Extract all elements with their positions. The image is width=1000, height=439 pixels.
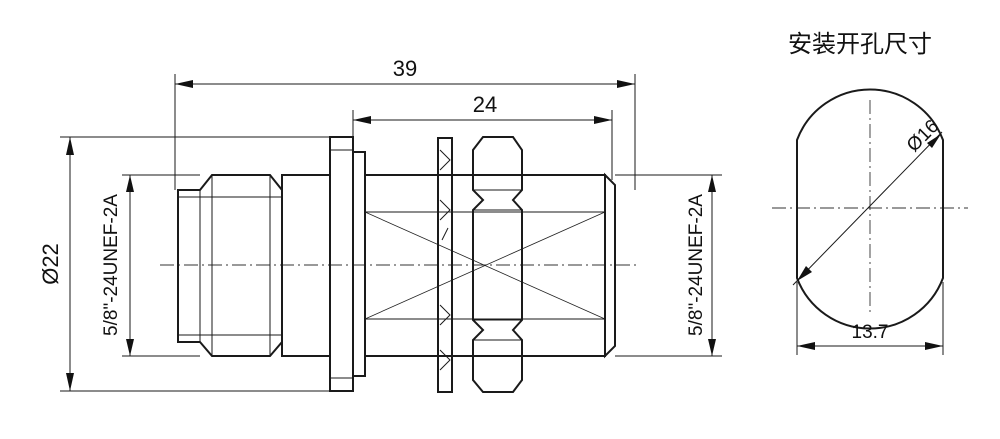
- overall-length-label: 39: [393, 56, 417, 81]
- dimension-thread-left: 5/8"-24UNEF-2A: [101, 174, 200, 357]
- flange-diameter-label: Ø22: [38, 243, 63, 285]
- thread-left-label: 5/8"-24UNEF-2A: [101, 194, 122, 336]
- panel-cutout-title: 安装开孔尺寸: [788, 30, 932, 58]
- panel-cutout-section: 安装开孔尺寸 Ø16 13.7: [772, 30, 968, 355]
- dimension-thread-right: 5/8"-24UNEF-2A: [615, 174, 722, 357]
- hole-flat-label: 13.7: [852, 322, 889, 343]
- connector-body: [160, 136, 640, 393]
- hole-diameter-label: Ø16: [903, 116, 943, 156]
- dimension-flange-diameter: Ø22: [38, 136, 330, 392]
- dimension-overall-length: 39: [174, 56, 636, 190]
- body-length-label: 24: [473, 92, 497, 117]
- dimension-body-length: 24: [352, 92, 613, 180]
- thread-right-label: 5/8"-24UNEF-2A: [686, 194, 707, 336]
